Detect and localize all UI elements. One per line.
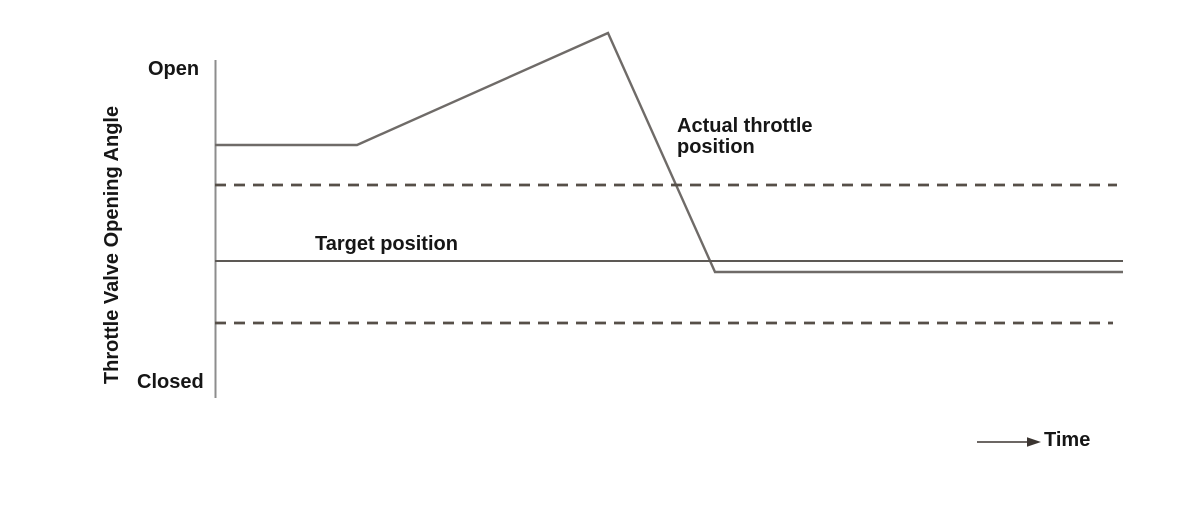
- actual-throttle-position-annotation: Actual throttle position: [677, 115, 813, 158]
- x-axis-title: Time: [1044, 429, 1091, 451]
- actual-throttle-curve: [215, 31, 1123, 274]
- time-arrow-head: [1027, 437, 1041, 447]
- target-position-annotation: Target position: [315, 233, 458, 255]
- y-axis-label-closed: Closed: [137, 371, 204, 393]
- y-axis-title: Throttle Valve Opening Angle: [101, 105, 123, 385]
- y-axis-label-open: Open: [148, 58, 200, 80]
